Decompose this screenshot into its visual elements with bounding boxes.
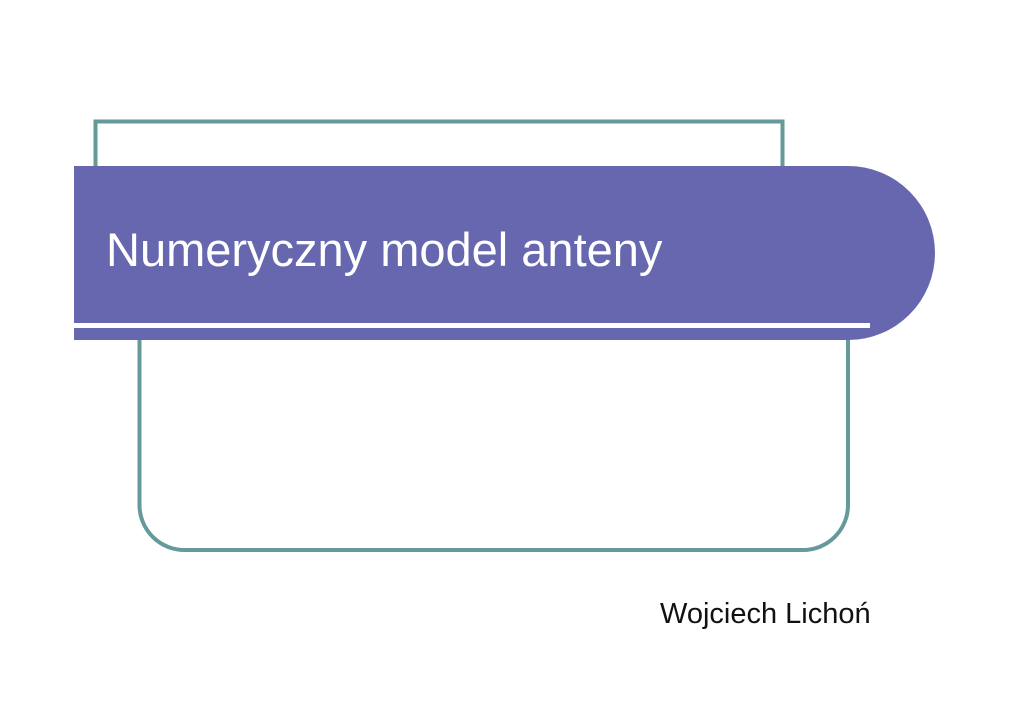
title-underline [74, 323, 870, 328]
author-name: Wojciech Lichoń [660, 598, 871, 630]
slide-title: Numeryczny model anteny [106, 223, 663, 276]
lower-frame [137, 338, 850, 552]
upper-frame [93, 119, 785, 168]
title-band [74, 166, 935, 340]
